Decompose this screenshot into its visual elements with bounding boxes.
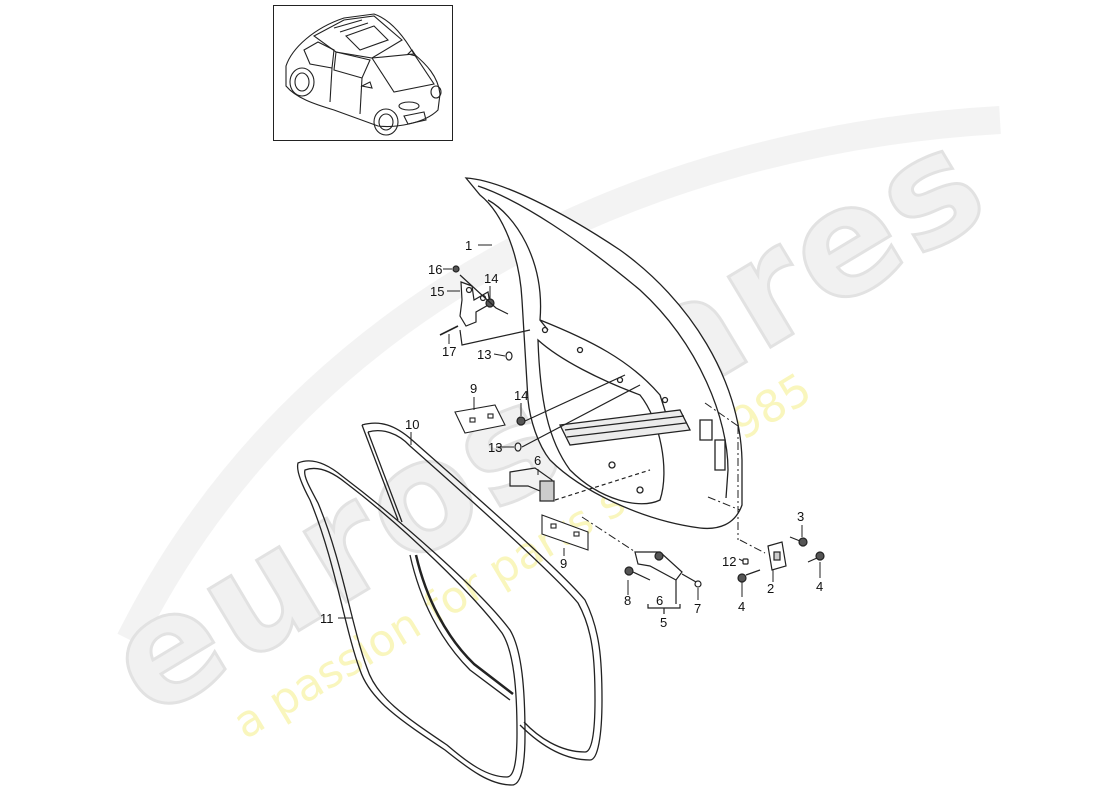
callout-4b: 4	[816, 579, 823, 594]
door-shell	[464, 177, 743, 530]
callout-14b: 14	[514, 388, 528, 403]
adhesive-pads	[454, 404, 589, 551]
callout-12: 12	[722, 554, 736, 569]
check-strap-assembly	[624, 551, 702, 614]
callout-1: 1	[465, 238, 472, 253]
suv-car-icon	[285, 13, 442, 136]
callout-labels: 1 2 3 4 4 5 6 6 7 8 9 9 10 11 12 13 13 1…	[320, 238, 823, 630]
callout-4a: 4	[738, 599, 745, 614]
door-check-strap	[509, 467, 651, 502]
guide-lines	[581, 402, 766, 556]
callout-16: 16	[428, 262, 442, 277]
callout-6a: 6	[534, 453, 541, 468]
callout-11: 11	[320, 611, 334, 626]
callout-14a: 14	[484, 271, 498, 286]
callout-10: 10	[405, 417, 419, 432]
callout-2: 2	[767, 581, 774, 596]
callout-6b: 6	[656, 593, 663, 608]
callout-8: 8	[624, 593, 631, 608]
callout-9b: 9	[560, 556, 567, 571]
lower-fasteners	[514, 374, 641, 452]
callout-7: 7	[694, 601, 701, 616]
callout-13b: 13	[488, 440, 502, 455]
callout-17: 17	[442, 344, 456, 359]
leader-lines	[338, 244, 821, 619]
lower-hinge-assembly	[737, 536, 825, 583]
weatherstrip-seals	[296, 422, 603, 786]
callout-3: 3	[797, 509, 804, 524]
callout-9a: 9	[470, 381, 477, 396]
callout-13a: 13	[477, 347, 491, 362]
upper-hinge-assembly	[439, 265, 531, 361]
vehicle-thumbnail-frame	[273, 5, 453, 141]
callout-15: 15	[430, 284, 444, 299]
callout-5: 5	[660, 615, 667, 630]
